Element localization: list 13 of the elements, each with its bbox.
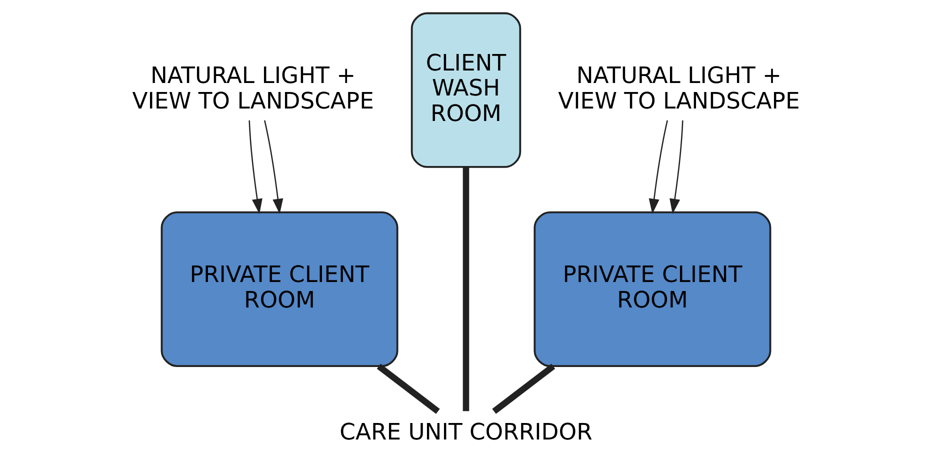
- arrow: [264, 120, 284, 214]
- node-box: PRIVATE CLIENT ROOM: [534, 211, 772, 367]
- connector: [462, 167, 470, 412]
- connector: [376, 364, 440, 414]
- node-box: CLIENT WASH ROOM: [410, 12, 522, 168]
- connector: [492, 364, 556, 414]
- node-text: CARE UNIT CORRIDOR: [340, 420, 592, 446]
- arrow: [670, 120, 684, 214]
- node-text: NATURAL LIGHT + VIEW TO LANDSCAPE: [558, 63, 800, 114]
- arrow: [648, 120, 668, 214]
- node-text: NATURAL LIGHT + VIEW TO LANDSCAPE: [132, 63, 374, 114]
- arrow: [248, 120, 262, 214]
- node-box: PRIVATE CLIENT ROOM: [160, 211, 398, 367]
